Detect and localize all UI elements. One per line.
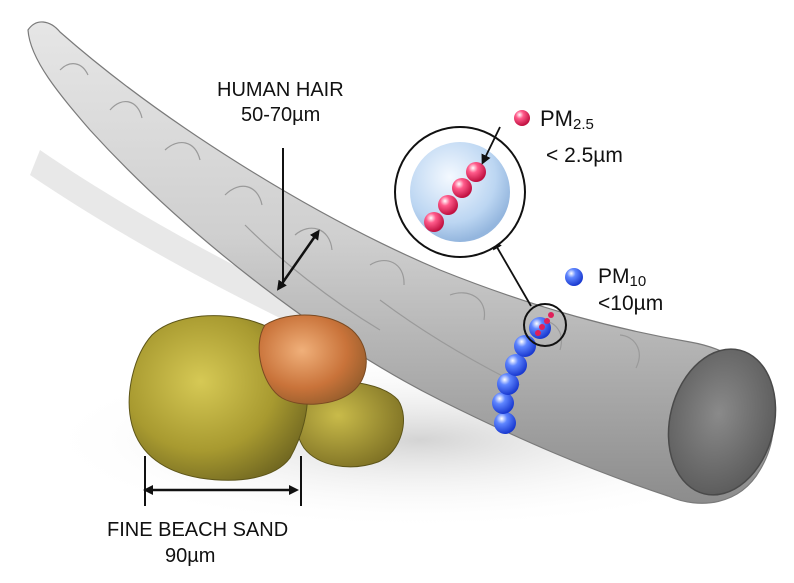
pm10-label-name: PM (598, 265, 630, 288)
fine-beach-sand-label: FINE BEACH SAND (107, 519, 289, 541)
pm25-label-name: PM (540, 106, 573, 131)
pm10-size: <10µm (598, 292, 664, 315)
magnified-pm25-chain (424, 162, 486, 232)
magnifier-small-circle (523, 303, 567, 347)
human-hair-size: 50-70µm (241, 104, 321, 126)
hair-cross-section (667, 348, 777, 496)
pm25-particles-small (535, 312, 554, 336)
pm25-size: < 2.5µm (546, 144, 623, 167)
fine-beach-sand-size: 90µm (165, 545, 216, 567)
magnify-connector-arrow (492, 239, 532, 307)
human-hair-label: HUMAN HAIR (217, 79, 344, 101)
pm25-label: PM2.5 (540, 106, 594, 133)
sand-grain-orange (258, 314, 367, 405)
pm10-label-subscript: 10 (629, 273, 647, 290)
pm25-legend-particle (514, 110, 530, 126)
pm10-legend-particle (565, 268, 583, 286)
pm25-pointer-arrow (481, 126, 501, 165)
hair-thickness-arrow (276, 229, 320, 291)
pm10-label: PM10 (598, 266, 646, 289)
human-hair-strand (27, 21, 774, 504)
pm25-label-subscript: 2.5 (573, 116, 594, 133)
